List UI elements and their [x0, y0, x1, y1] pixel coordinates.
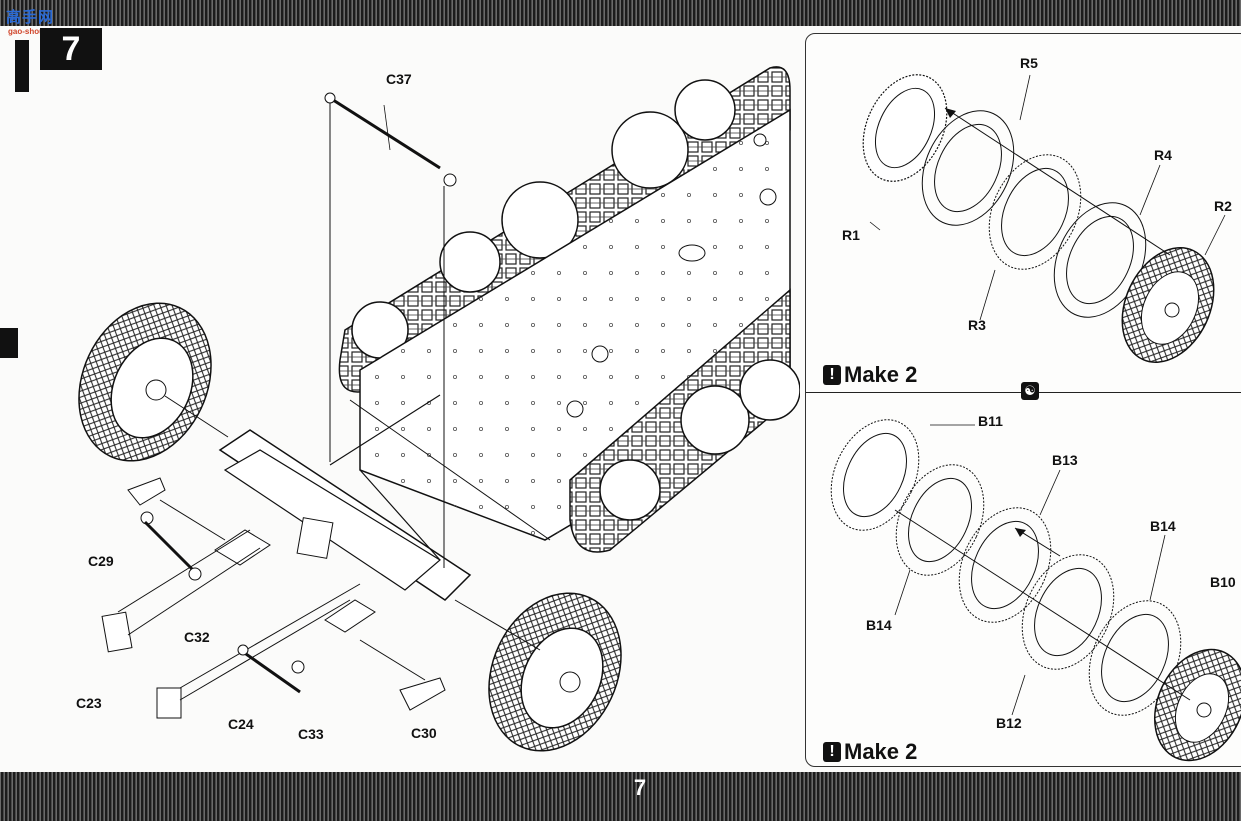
label-r2: R2 [1214, 198, 1232, 214]
upper-track [338, 66, 791, 393]
label-c23: C23 [76, 695, 102, 711]
front-axle-frame [214, 394, 551, 633]
make-quantity-note-bottom: ! Make 2 [823, 739, 917, 765]
exclamation-icon: ! [823, 365, 841, 385]
label-r1: R1 [842, 227, 860, 243]
lower-track [569, 288, 800, 553]
label-c37: C37 [386, 71, 412, 87]
main-assembly-diagram: C37 C29 C32 C23 C24 C33 C30 [76, 66, 800, 752]
watermark-logo: 高手网 [6, 8, 55, 26]
label-c29: C29 [88, 553, 114, 569]
steering-rod-c37 [324, 92, 457, 568]
page-number: 7 [633, 775, 647, 800]
label-b14-left: B14 [866, 617, 892, 633]
bottom-border-stripe [0, 772, 1241, 821]
label-b14-right: B14 [1150, 518, 1176, 534]
label-r4: R4 [1154, 147, 1172, 163]
step-number-badge: 7 [40, 28, 102, 70]
label-b10: B10 [1210, 574, 1236, 590]
label-r3: R3 [968, 317, 986, 333]
watermark-url: gao-shou.com [8, 27, 63, 36]
top-border-stripe [0, 0, 1241, 26]
label-c33: C33 [298, 726, 324, 742]
detail-diagrams: R1 R5 R4 R2 R3 B11 B13 B14 B14 B10 B12 [830, 55, 1241, 762]
right-wheel [454, 592, 622, 752]
label-c32: C32 [184, 629, 210, 645]
label-c30: C30 [411, 725, 437, 741]
label-c24: C24 [228, 716, 254, 732]
page-edge-tab [0, 328, 18, 358]
small-parts [101, 477, 446, 719]
exclamation-icon: ! [823, 742, 841, 762]
make-note-text: Make 2 [844, 739, 918, 764]
label-b13: B13 [1052, 452, 1078, 468]
label-r5: R5 [1020, 55, 1038, 71]
page-edge-tab [15, 40, 29, 92]
label-b11: B11 [978, 413, 1003, 429]
wheel-detail-bottom [830, 419, 1241, 762]
make-quantity-note-top: ! Make 2 [823, 362, 917, 388]
label-b12: B12 [996, 715, 1022, 731]
make-note-text: Make 2 [844, 362, 918, 387]
wheel-detail-top [862, 74, 1226, 363]
yin-yang-icon: ☯ [1021, 382, 1039, 400]
left-wheel [78, 302, 229, 462]
